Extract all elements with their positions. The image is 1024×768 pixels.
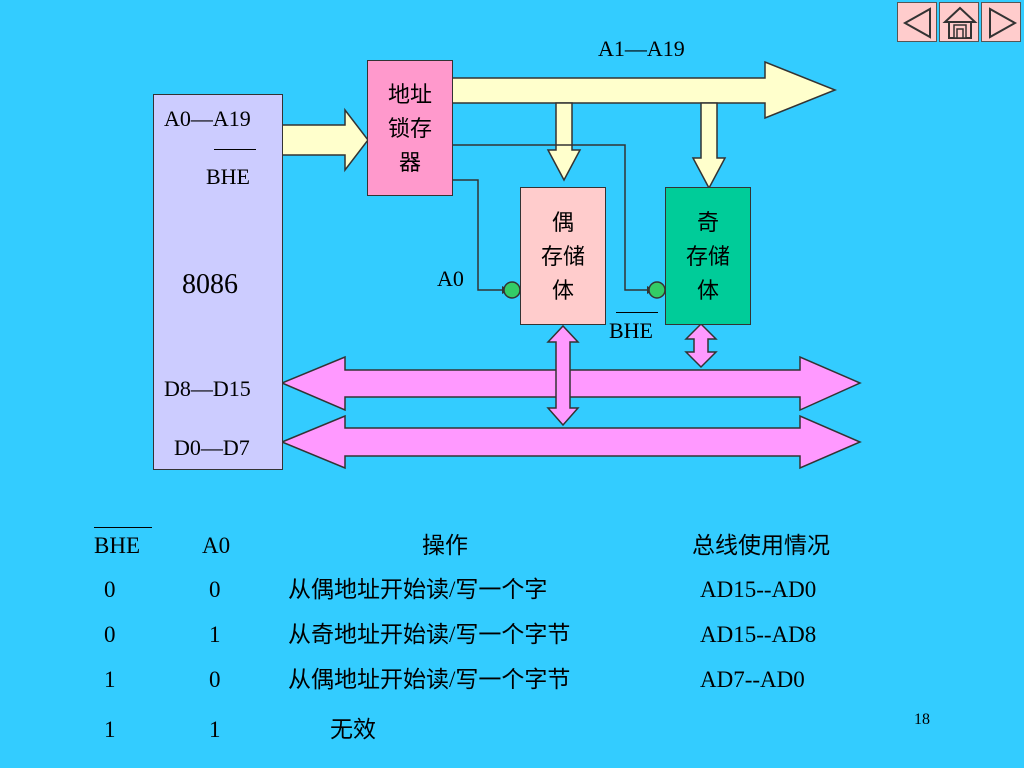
address-latch-box [367, 60, 453, 196]
table-cell-operation: 从奇地址开始读/写一个字节 [288, 622, 571, 647]
even-mem-line-2: 存储 [540, 244, 585, 269]
cpu-bhe-label: BHE [206, 164, 250, 189]
odd-mem-data-arrow [684, 322, 718, 369]
table-cell-a0: 1 [209, 717, 221, 742]
latch-line-2: 锁存 [387, 116, 432, 141]
home-button[interactable] [939, 2, 979, 42]
address-bus-label: A1—A19 [598, 36, 685, 61]
next-slide-button[interactable] [981, 2, 1021, 42]
cpu-to-latch-arrow [281, 107, 369, 173]
table-header-bus-usage: 总线使用情况 [692, 533, 830, 558]
page-number: 18 [914, 711, 930, 728]
cpu-bhe-overline [214, 149, 256, 150]
even-memory-box [520, 187, 606, 325]
table-cell-a0: 1 [209, 622, 221, 647]
even-enable-circle [503, 281, 521, 299]
a0-line [452, 179, 502, 291]
bhe-control-overline [616, 312, 658, 313]
table-cell-operation: 从偶地址开始读/写一个字 [288, 577, 548, 602]
table-header-operation: 操作 [422, 533, 468, 558]
table-header-bhe: BHE [94, 533, 140, 558]
addr-to-even-arrow [546, 102, 582, 182]
even-mem-data-arrow [546, 324, 580, 427]
a0-control-label: A0 [437, 266, 464, 291]
table-cell-a0: 0 [209, 577, 221, 602]
table-cell-operation: 从偶地址开始读/写一个字节 [288, 667, 571, 692]
table-cell-bhe: 1 [104, 717, 116, 742]
cpu-8086-box [153, 94, 283, 470]
odd-memory-box [665, 187, 751, 325]
prev-triangle-icon [902, 7, 931, 39]
bhe-line [452, 144, 647, 291]
memory-organization-diagram [280, 60, 862, 470]
table-cell-a0: 0 [209, 667, 221, 692]
table-cell-operation: 无效 [330, 717, 376, 742]
odd-enable-circle [648, 281, 666, 299]
prev-slide-button[interactable] [897, 2, 937, 42]
cpu-data-high-label: D8—D15 [164, 376, 251, 401]
bhe-control-label: BHE [609, 318, 653, 343]
table-cell-bhe: 0 [104, 622, 116, 647]
table-cell-bus-usage: AD15--AD8 [700, 622, 817, 647]
odd-mem-line-1: 奇 [696, 210, 719, 235]
table-header-a0: A0 [202, 533, 231, 558]
odd-mem-line-2: 存储 [685, 244, 730, 269]
table-cell-bus-usage: AD15--AD0 [700, 577, 817, 602]
addr-to-odd-arrow [691, 102, 727, 190]
next-triangle-icon [989, 7, 1018, 39]
table-cell-bus-usage: AD7--AD0 [700, 667, 805, 692]
data-bus-low [280, 414, 862, 470]
data-bus-high [280, 355, 862, 412]
latch-line-1: 地址 [387, 82, 432, 107]
table-header-bhe-overline [94, 527, 152, 528]
latch-line-3: 器 [398, 150, 421, 175]
home-icon [942, 6, 978, 39]
address-bus-arrow [451, 60, 838, 120]
cpu-data-low-label: D0—D7 [174, 435, 250, 460]
cpu-addr-label: A0—A19 [164, 106, 251, 131]
table-cell-bhe: 1 [104, 667, 116, 692]
table-cell-bhe: 0 [104, 577, 116, 602]
even-mem-line-1: 偶 [551, 210, 574, 235]
cpu-name-label: 8086 [182, 269, 238, 300]
even-mem-line-3: 体 [551, 278, 574, 303]
odd-mem-line-3: 体 [696, 278, 719, 303]
